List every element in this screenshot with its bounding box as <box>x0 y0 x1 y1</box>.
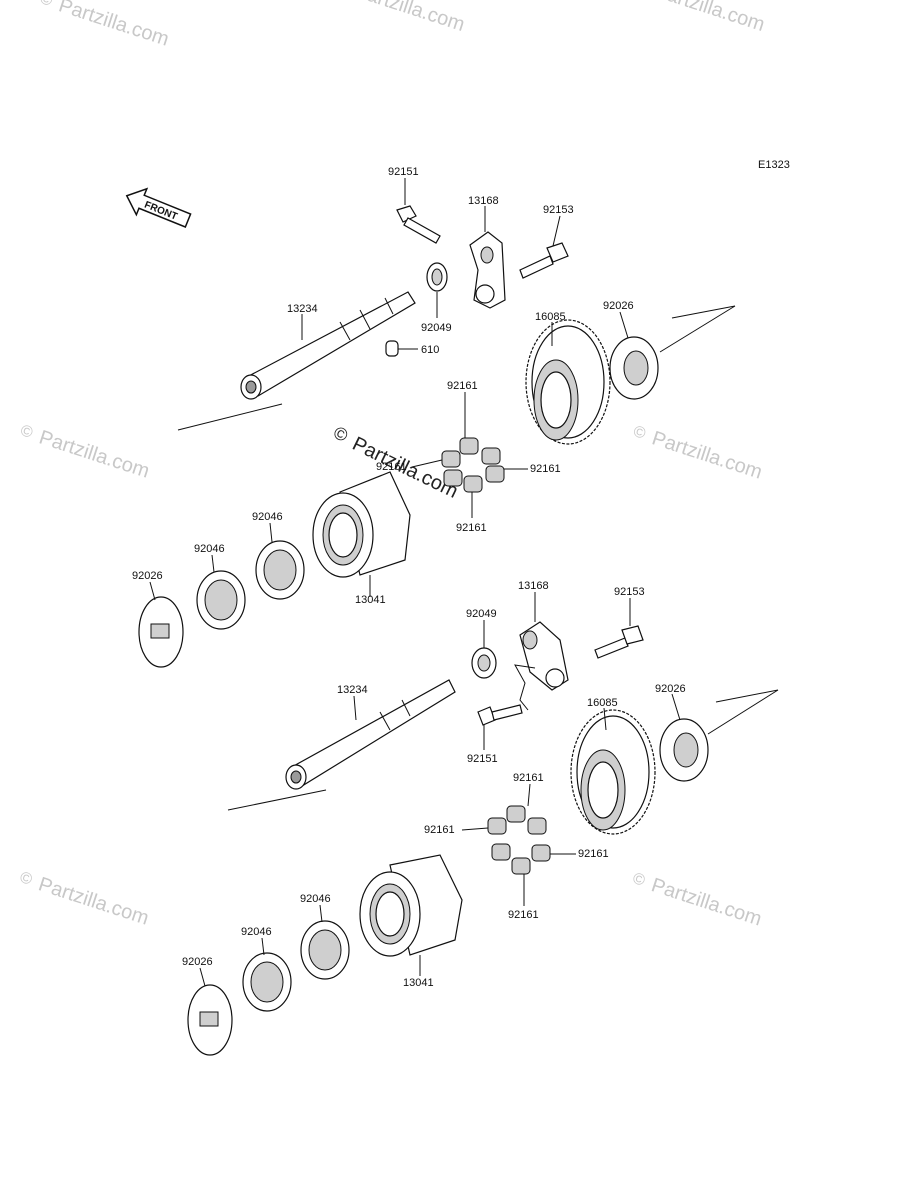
watermark-text: Partzilla.com <box>36 873 152 929</box>
shaft-icon <box>240 291 416 400</box>
part-label[interactable]: 16085 <box>587 697 618 709</box>
washer-icon <box>659 718 709 782</box>
diagram-code: E1323 <box>758 159 790 171</box>
arm-icon <box>519 621 569 691</box>
part-label[interactable]: 92161 <box>508 909 539 921</box>
lower-assembly <box>187 621 779 1056</box>
washer-icon <box>138 596 184 668</box>
part-label[interactable]: 13041 <box>355 594 386 606</box>
washer-icon <box>609 336 659 400</box>
needle-bearing-icon <box>300 920 350 980</box>
part-label[interactable]: 13234 <box>287 303 318 315</box>
watermark-copyright: © <box>18 422 35 442</box>
part-label[interactable]: 92151 <box>467 753 498 765</box>
part-label[interactable]: 92151 <box>388 166 419 178</box>
watermark-copyright: © <box>18 869 35 889</box>
needle-bearing-icon <box>242 952 292 1012</box>
part-label[interactable]: 92161 <box>447 380 478 392</box>
part-label[interactable]: 92049 <box>421 322 452 334</box>
bolt-icon <box>594 625 644 659</box>
needle-bearing-icon <box>196 570 246 630</box>
part-label[interactable]: 13168 <box>518 580 549 592</box>
part-label[interactable]: 16085 <box>535 311 566 323</box>
part-labels: 92151 13168 92153 13234 92049 610 16085 … <box>132 166 686 989</box>
part-label[interactable]: 92161 <box>424 824 455 836</box>
part-label[interactable]: 92153 <box>614 586 645 598</box>
part-label[interactable]: 92161 <box>578 848 609 860</box>
watermark-text: Partzilla.com <box>652 0 768 36</box>
watermark-text: Partzilla.com <box>649 427 765 483</box>
part-label[interactable]: 13041 <box>403 977 434 989</box>
watermark-copyright: © <box>631 423 648 443</box>
part-label[interactable]: 92161 <box>376 461 407 473</box>
damper-rubber-icon <box>441 437 505 493</box>
part-label[interactable]: 92026 <box>132 570 163 582</box>
damper-rubber-icon <box>487 805 551 875</box>
watermark-copyright: © <box>330 422 351 446</box>
part-label[interactable]: 92161 <box>456 522 487 534</box>
part-label[interactable]: 13234 <box>337 684 368 696</box>
part-label[interactable]: 92153 <box>543 204 574 216</box>
pin-icon <box>385 340 399 357</box>
leader-lines <box>149 178 681 987</box>
shaft-icon <box>285 679 456 790</box>
part-label[interactable]: 92049 <box>466 608 497 620</box>
part-label[interactable]: 13168 <box>468 195 499 207</box>
part-label[interactable]: 92046 <box>300 893 331 905</box>
part-label[interactable]: 92046 <box>252 511 283 523</box>
bolt-icon <box>396 205 441 244</box>
part-label[interactable]: 610 <box>421 344 439 356</box>
upper-assembly <box>138 205 736 668</box>
part-label[interactable]: 92161 <box>513 772 544 784</box>
part-label[interactable]: 92161 <box>530 463 561 475</box>
part-label[interactable]: 92026 <box>655 683 686 695</box>
part-label[interactable]: 92026 <box>182 956 213 968</box>
washer-icon <box>187 984 233 1056</box>
arm-icon <box>469 231 506 309</box>
bolt-icon <box>477 704 523 726</box>
watermark-copyright: © <box>38 0 55 10</box>
gear-icon <box>525 319 611 445</box>
part-label[interactable]: 92046 <box>241 926 272 938</box>
needle-bearing-icon <box>255 540 305 600</box>
oil-seal-icon <box>426 262 448 292</box>
oil-seal-icon <box>471 647 497 679</box>
bolt-icon <box>519 242 569 279</box>
watermark-copyright: © <box>631 870 648 890</box>
watermark-text: Partzilla.com <box>649 874 765 930</box>
hub-icon <box>312 471 411 578</box>
gear-icon <box>570 709 656 835</box>
watermark-text: Partzilla.com <box>36 426 152 482</box>
part-label[interactable]: 92046 <box>194 543 225 555</box>
watermark-text: Partzilla.com <box>56 0 172 51</box>
front-arrow-icon: FRONT <box>125 187 192 228</box>
watermark-text: Partzilla.com <box>352 0 468 36</box>
part-label[interactable]: 92026 <box>603 300 634 312</box>
hub-icon <box>359 854 463 957</box>
